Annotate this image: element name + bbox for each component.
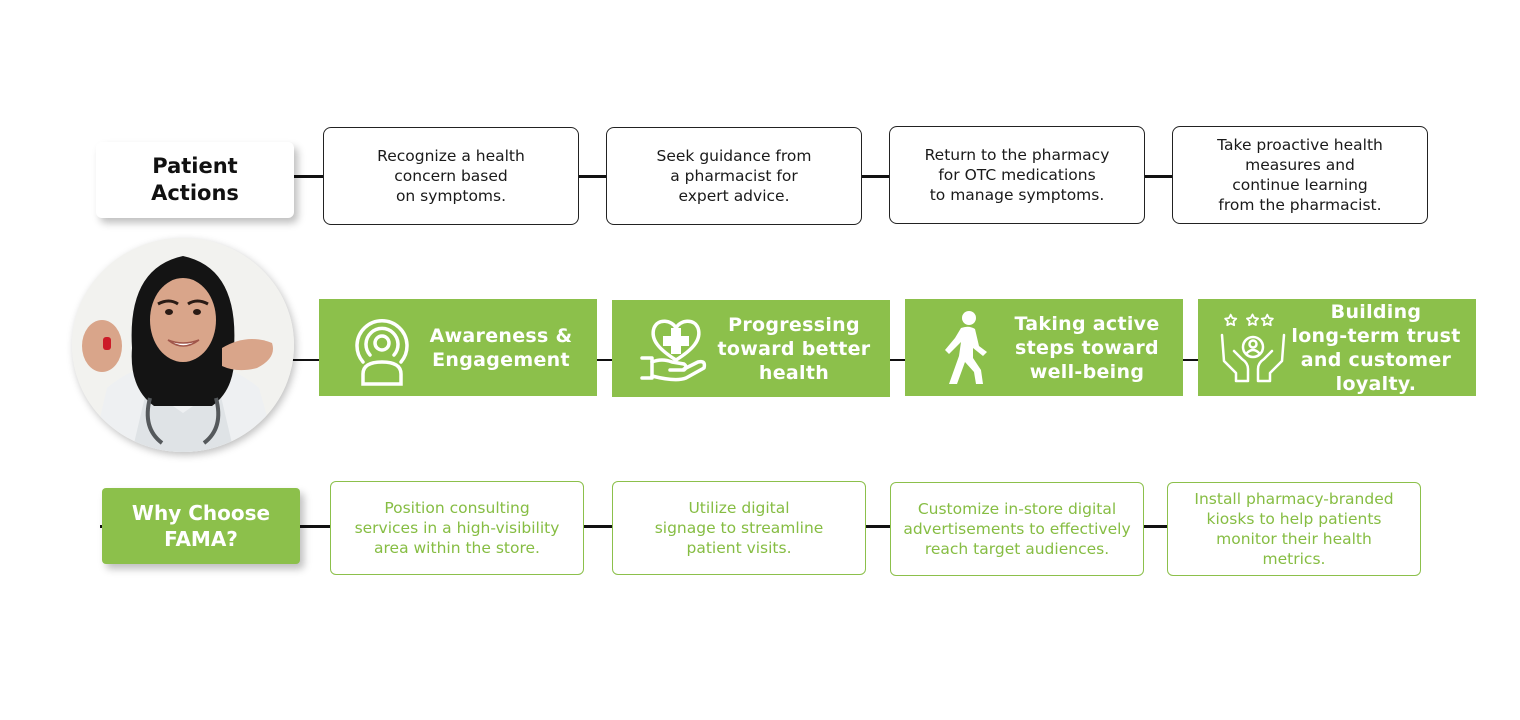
- item-line: Utilize digital: [688, 499, 790, 517]
- item-line: signage to streamline: [654, 519, 824, 537]
- item-line: services in a high-visibility: [354, 519, 560, 537]
- heart-hand-care-icon: [640, 311, 710, 387]
- step-line: Return to the pharmacy: [924, 146, 1110, 164]
- hands-trust-stars-icon: [1218, 310, 1288, 386]
- patient-action-step: Seek guidance from a pharmacist for expe…: [606, 127, 862, 225]
- patient-action-step: Take proactive health measures and conti…: [1172, 126, 1428, 224]
- stage-line: Building: [1330, 300, 1422, 323]
- item-line: Position consulting: [384, 499, 530, 517]
- stage-line: Taking active: [1014, 312, 1160, 335]
- stage-line: toward better: [717, 337, 871, 360]
- item-line: patient visits.: [686, 539, 792, 557]
- step-line: concern based: [394, 167, 508, 185]
- fama-benefit-item: Customize in-store digital advertisement…: [890, 482, 1144, 576]
- item-line: area within the store.: [374, 539, 540, 557]
- stage-card-progressing: Progressing toward better health: [612, 300, 890, 397]
- step-line: continue learning: [1232, 176, 1368, 194]
- item-line: advertisements to effectively: [903, 520, 1131, 538]
- stage-line: health: [758, 361, 830, 384]
- stage-line: long-term trust: [1291, 324, 1461, 347]
- stage-card-awareness: Awareness & Engagement: [319, 299, 597, 396]
- step-line: on symptoms.: [395, 187, 507, 205]
- stage-line: Progressing: [728, 313, 860, 336]
- stage-line: and customer: [1300, 348, 1452, 371]
- why-choose-fama-label: Why Choose FAMA?: [102, 488, 300, 564]
- stage-line: steps toward: [1015, 336, 1159, 359]
- stage-line: Engagement: [432, 348, 570, 371]
- item-line: monitor their health: [1216, 530, 1372, 548]
- awareness-signal-icon: [347, 310, 417, 386]
- pharmacist-portrait: [72, 238, 294, 452]
- stage-line: well-being: [1029, 360, 1145, 383]
- step-line: expert advice.: [678, 187, 790, 205]
- fama-benefit-item: Position consulting services in a high-v…: [330, 481, 584, 575]
- label-line: Why Choose: [131, 501, 271, 525]
- step-line: Take proactive health: [1217, 136, 1383, 154]
- stage-line: loyalty.: [1335, 372, 1417, 395]
- label-line: FAMA?: [164, 527, 238, 551]
- stage-line: Awareness &: [429, 324, 573, 347]
- step-line: a pharmacist for: [670, 167, 798, 185]
- item-line: kiosks to help patients: [1206, 510, 1382, 528]
- patient-action-step: Return to the pharmacy for OTC medicatio…: [889, 126, 1145, 224]
- step-line: Seek guidance from: [656, 147, 812, 165]
- step-line: measures and: [1245, 156, 1355, 174]
- item-line: Customize in-store digital: [917, 500, 1117, 518]
- step-line: for OTC medications: [938, 166, 1096, 184]
- label-line: Patient: [152, 154, 238, 178]
- item-line: reach target audiences.: [924, 540, 1110, 558]
- fama-benefit-item: Utilize digital signage to streamline pa…: [612, 481, 866, 575]
- item-line: Install pharmacy-branded: [1194, 490, 1394, 508]
- item-line: metrics.: [1262, 550, 1326, 568]
- patient-action-step: Recognize a health concern based on symp…: [323, 127, 579, 225]
- stage-card-building-trust: Building long-term trust and customer lo…: [1198, 299, 1476, 396]
- pharmacist-illustration: [72, 238, 294, 452]
- label-line: Actions: [151, 181, 239, 205]
- step-line: from the pharmacist.: [1218, 196, 1382, 214]
- patient-actions-label: Patient Actions: [96, 142, 294, 218]
- step-line: Recognize a health: [377, 147, 525, 165]
- walking-person-icon: [933, 310, 1003, 386]
- fama-benefit-item: Install pharmacy-branded kiosks to help …: [1167, 482, 1421, 576]
- step-line: to manage symptoms.: [929, 186, 1105, 204]
- stage-card-taking-steps: Taking active steps toward well-being: [905, 299, 1183, 396]
